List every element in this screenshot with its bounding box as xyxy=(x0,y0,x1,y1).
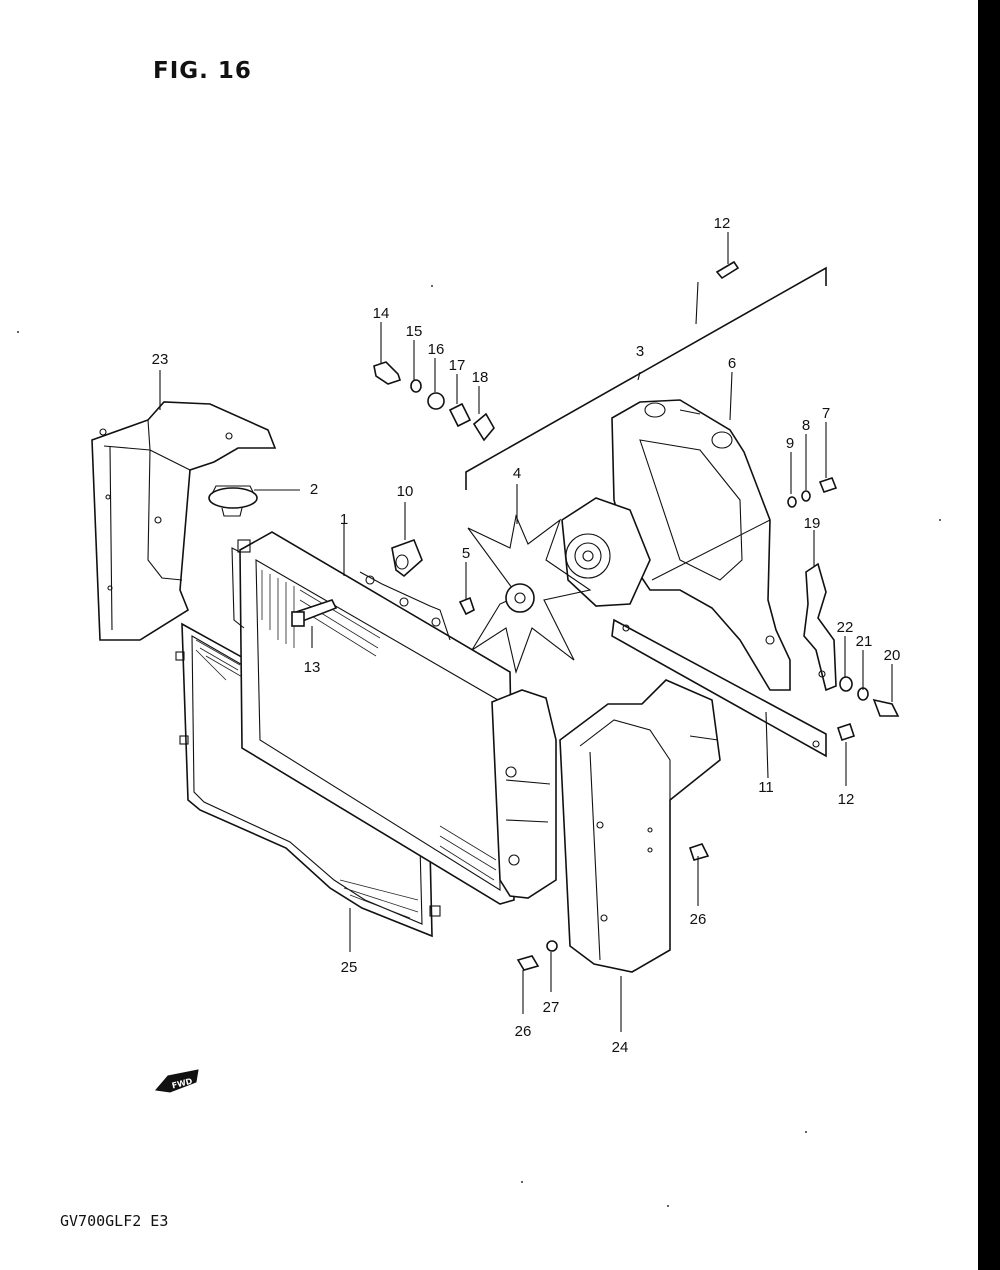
callout-22: 22 xyxy=(837,619,854,636)
callout-4: 4 xyxy=(513,465,521,482)
callout-6: 6 xyxy=(728,355,736,372)
callout-17: 17 xyxy=(449,357,466,374)
callout-20: 20 xyxy=(884,647,901,664)
callout-14: 14 xyxy=(373,305,390,322)
part-10-cushion xyxy=(391,538,423,578)
callout-1: 1 xyxy=(340,511,348,528)
callout-21: 21 xyxy=(856,633,873,650)
part-5-fan-motor xyxy=(561,497,771,607)
callout-27: 27 xyxy=(543,999,560,1016)
callout-26: 26 xyxy=(690,911,707,928)
part-13-bolt xyxy=(291,599,338,627)
callout-19: 19 xyxy=(804,515,821,532)
part-2-radiator-cap xyxy=(208,485,258,517)
part-6-fan-shroud xyxy=(611,399,791,691)
leader-lines xyxy=(159,232,893,1032)
callout-numbers: 12 14 15 16 17 18 23 3 6 7 8 9 2 10 1 4 … xyxy=(152,215,901,1056)
callout-12: 12 xyxy=(714,215,731,232)
part-11-bracket xyxy=(611,618,827,779)
callout-12b: 12 xyxy=(838,791,855,808)
callout-8: 8 xyxy=(802,417,810,434)
part-3-group-bracket xyxy=(465,260,827,490)
callout-15: 15 xyxy=(406,323,423,340)
callout-18: 18 xyxy=(472,369,489,386)
part-19-stay xyxy=(803,562,837,692)
callout-13: 13 xyxy=(304,659,321,676)
part-4-fan-blade xyxy=(458,514,592,674)
callout-24: 24 xyxy=(612,1039,629,1056)
callout-3: 3 xyxy=(636,343,644,360)
scan-specks xyxy=(17,285,941,1207)
callout-25: 25 xyxy=(341,959,358,976)
callout-10: 10 xyxy=(397,483,414,500)
parts-14-18-hardware xyxy=(373,361,495,442)
part-24-right-shroud xyxy=(559,679,721,973)
callout-23: 23 xyxy=(152,351,169,368)
callout-16: 16 xyxy=(428,341,445,358)
scan-edge-bar xyxy=(978,0,1000,1270)
part-12b-bolt xyxy=(836,722,856,742)
callout-11: 11 xyxy=(758,779,774,796)
figure-title: FIG. 16 xyxy=(153,58,252,84)
model-code: GV700GLF2 E3 xyxy=(60,1212,169,1230)
parts-7-9-fasteners xyxy=(787,477,838,508)
callout-9: 9 xyxy=(786,435,794,452)
parts-20-22-fasteners xyxy=(839,676,900,717)
part-1-radiator xyxy=(231,531,557,905)
part-23-left-shroud xyxy=(91,401,277,641)
parts-26-27-screws xyxy=(516,843,710,971)
callout-5: 5 xyxy=(462,545,470,562)
fwd-arrow-icon: FWD xyxy=(155,1069,199,1093)
callout-2: 2 xyxy=(310,481,318,498)
callout-26b: 26 xyxy=(515,1023,532,1040)
callout-7: 7 xyxy=(822,405,830,422)
